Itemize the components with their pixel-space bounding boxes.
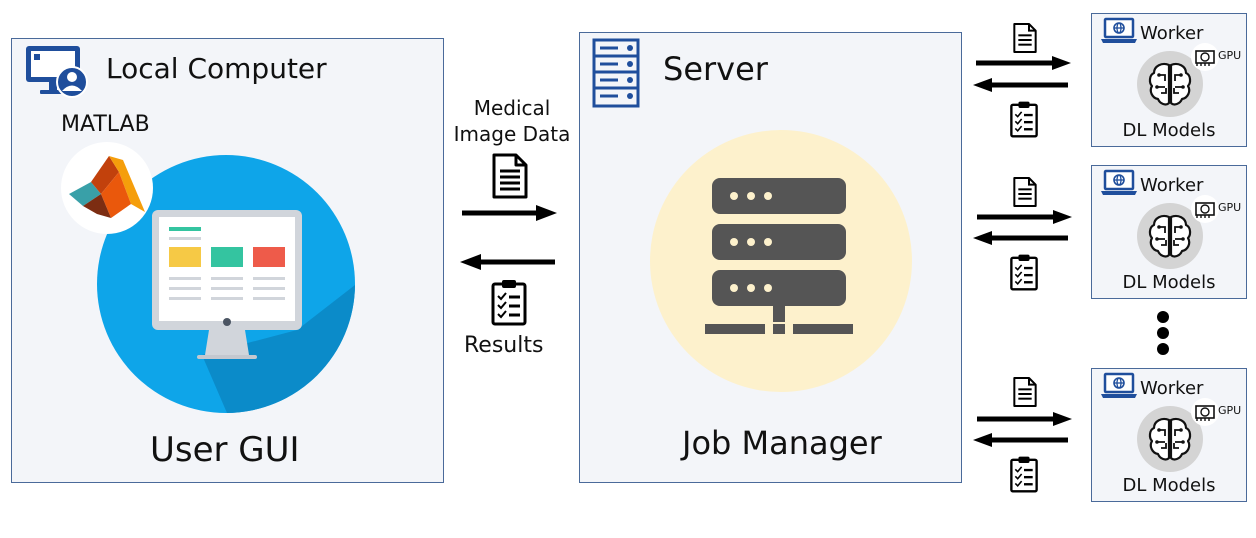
more-workers-ellipsis-icon [1157,311,1169,355]
clipboard-icon [1010,456,1038,493]
gpu-card-icon [1191,398,1219,426]
brain-circuit-icon [1137,203,1203,269]
desktop-user-icon [26,46,88,98]
gpu-card-icon [1191,43,1219,71]
brain-circuit-icon [1137,51,1203,117]
arrow-left-icon [973,231,1068,245]
medical-data-label-line1: Medical [473,96,551,120]
laptop-globe-icon [1100,17,1138,45]
worker-title: Worker [1140,378,1204,399]
dl-models-label: DL Models [1122,120,1216,141]
local-computer-title: Local Computer [106,52,327,85]
document-icon [492,153,528,199]
arrow-left-icon [973,433,1068,447]
arrow-left-icon [460,254,555,270]
worker-title: Worker [1140,23,1204,44]
arrow-right-icon [977,210,1072,224]
user-gui-label: User GUI [150,430,300,470]
laptop-globe-icon [1100,169,1138,197]
server-title: Server [663,50,768,88]
worker-title: Worker [1140,175,1204,196]
server-rack-icon [592,38,640,108]
document-icon [1013,23,1037,53]
clipboard-icon [1010,254,1038,291]
arrow-right-icon [977,412,1072,426]
medical-data-label-line2: Image Data [453,122,571,146]
user-gui-illustration [97,155,355,413]
dl-models-label: DL Models [1122,475,1216,496]
gpu-card-icon [1191,195,1219,223]
document-icon [1013,377,1037,407]
job-manager-server-icon [650,130,912,392]
brain-circuit-icon [1137,406,1203,472]
arrow-right-icon [976,56,1071,70]
clipboard-icon [1010,101,1038,138]
arrow-right-icon [462,205,557,221]
job-manager-label: Job Manager [682,424,882,462]
laptop-globe-icon [1100,372,1138,400]
gpu-label: GPU [1218,201,1242,214]
gpu-label: GPU [1218,49,1242,62]
results-label: Results [464,333,544,358]
clipboard-icon [491,280,527,326]
matlab-label: MATLAB [61,112,150,137]
arrow-left-icon [973,78,1068,92]
gpu-label: GPU [1218,404,1242,417]
document-icon [1013,177,1037,207]
matlab-logo-icon [61,142,153,234]
dl-models-label: DL Models [1122,272,1216,293]
